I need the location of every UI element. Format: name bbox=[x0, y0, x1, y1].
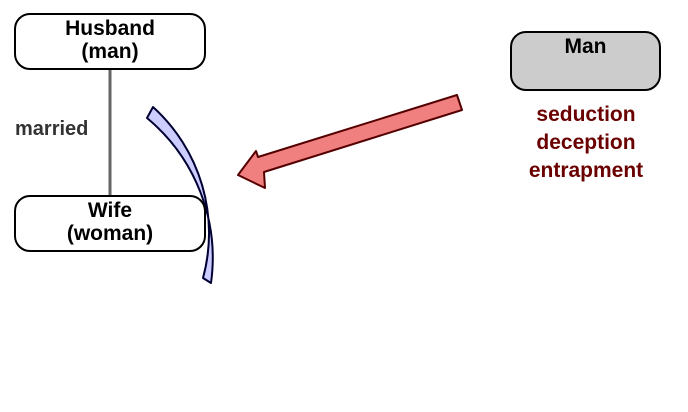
man-node: Man bbox=[510, 31, 661, 91]
tactic-item: seduction bbox=[536, 103, 636, 126]
married-edge-label: married bbox=[15, 118, 89, 140]
tactic-item: entrapment bbox=[528, 159, 644, 182]
husband-node-title: Husband bbox=[65, 17, 155, 40]
husband-node: Husband (man) bbox=[14, 13, 206, 70]
protective-shield-arc bbox=[146, 106, 214, 284]
tactics-list: seduction deception entrapment bbox=[500, 101, 672, 185]
wife-node-title: Wife bbox=[87, 199, 133, 222]
wife-node-subtitle: (woman) bbox=[66, 222, 154, 245]
wife-node: Wife (woman) bbox=[14, 195, 206, 252]
man-node-title: Man bbox=[564, 35, 607, 58]
attack-arrow bbox=[237, 94, 463, 189]
tactic-item: deception bbox=[536, 131, 636, 154]
husband-node-subtitle: (man) bbox=[81, 40, 139, 63]
